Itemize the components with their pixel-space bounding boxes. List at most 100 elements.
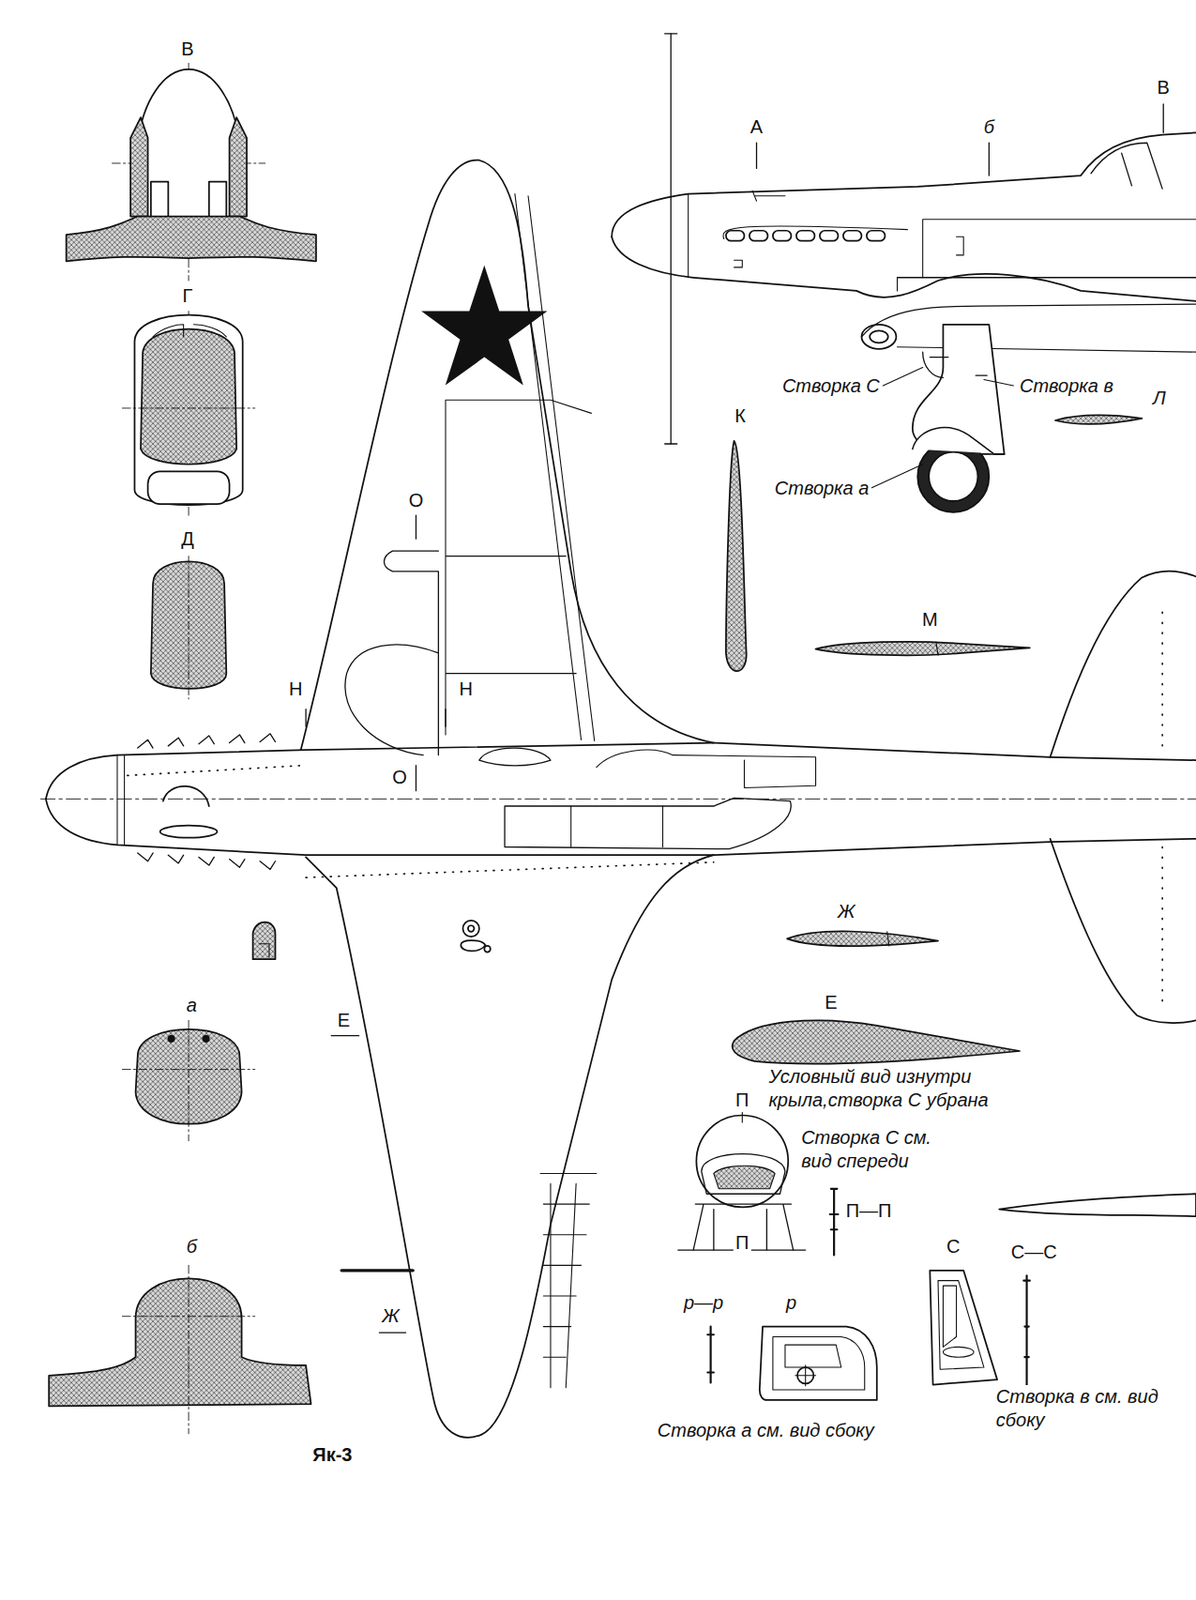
airfoil-sections-part bbox=[1055, 414, 1142, 424]
planform-view-part bbox=[116, 755, 118, 846]
detail-views-part bbox=[701, 1153, 786, 1195]
note-text: Створка С см. вид спереди bbox=[799, 1125, 968, 1173]
detail-views-part bbox=[1023, 1274, 1030, 1393]
planform-view-part bbox=[1050, 571, 1196, 757]
detail-views-part bbox=[942, 1285, 956, 1347]
section-g-part bbox=[152, 324, 227, 337]
planform-view-part bbox=[484, 945, 491, 953]
section-letter: Н bbox=[287, 676, 304, 700]
section-b-part bbox=[188, 1264, 190, 1433]
figure-caption: Як-3 bbox=[310, 1442, 354, 1467]
side-view-part bbox=[861, 303, 1196, 337]
side-view-part bbox=[897, 347, 1196, 352]
section-letter: Н bbox=[457, 676, 475, 700]
side-view-part bbox=[861, 324, 896, 349]
planform-view-part bbox=[514, 194, 595, 742]
airfoil-sections-part bbox=[887, 931, 890, 946]
airfoil-sections-part bbox=[936, 641, 939, 655]
section-letter: П bbox=[733, 1087, 751, 1111]
side-view-part bbox=[723, 226, 908, 240]
section-letter: В bbox=[1155, 75, 1172, 100]
planform-view-part bbox=[571, 805, 664, 847]
side-view-part bbox=[756, 104, 1165, 176]
note-text: Створка в см. вид сбоку bbox=[994, 1384, 1163, 1432]
section-letter: Л bbox=[1150, 385, 1168, 409]
side-view-part bbox=[928, 452, 978, 501]
planform-view-part bbox=[305, 709, 446, 727]
section-v-part bbox=[137, 69, 241, 220]
planform-view-part bbox=[160, 825, 218, 838]
planform-view-part bbox=[331, 1035, 406, 1333]
section-label: С—С bbox=[1009, 1239, 1060, 1263]
detail-views-part bbox=[830, 1188, 839, 1256]
airfoil-sections-part bbox=[726, 440, 747, 671]
planform-view-part bbox=[305, 854, 714, 1438]
planform-view-part bbox=[421, 265, 547, 386]
section-v-part bbox=[151, 181, 227, 217]
section-letter: О bbox=[390, 765, 409, 789]
detail-views-part bbox=[759, 1326, 878, 1400]
section-letter: П bbox=[733, 1229, 751, 1254]
section-small-part bbox=[253, 922, 276, 959]
side-view-part bbox=[611, 132, 1196, 237]
side-view-part bbox=[975, 375, 987, 377]
airfoil-sections-part bbox=[816, 641, 1030, 655]
side-view-part bbox=[772, 230, 792, 242]
planform-view-part bbox=[462, 920, 479, 937]
detail-views-part bbox=[785, 1344, 842, 1367]
airfoil-sections bbox=[726, 414, 1196, 1216]
section-letter: Д bbox=[179, 526, 197, 550]
detail-views-part bbox=[942, 1346, 974, 1357]
side-view-part bbox=[984, 379, 1015, 387]
section-letter: В bbox=[179, 37, 196, 61]
detail-views-part bbox=[795, 1364, 817, 1386]
section-g-part bbox=[148, 470, 230, 504]
planform-view-part bbox=[40, 798, 1196, 800]
planform-view-part bbox=[123, 755, 125, 846]
section-letter: К bbox=[732, 404, 748, 428]
planform-view-part bbox=[445, 399, 591, 735]
section-b bbox=[48, 1264, 311, 1433]
section-letter: Е bbox=[822, 990, 839, 1015]
section-d-part bbox=[188, 556, 190, 699]
side-view-part bbox=[882, 366, 923, 386]
planform-view-part bbox=[1050, 838, 1196, 1023]
side-view-part bbox=[923, 351, 949, 378]
detail-views-part bbox=[713, 1165, 775, 1188]
section-letter: О bbox=[407, 487, 426, 512]
side-view-part bbox=[866, 230, 886, 242]
planform-view bbox=[40, 160, 1196, 1438]
planform-view-part bbox=[45, 798, 1196, 855]
section-letter: Ж bbox=[835, 898, 857, 923]
section-letter: А bbox=[748, 114, 765, 138]
section-g bbox=[121, 311, 255, 515]
aircraft-drawing-part bbox=[40, 33, 1196, 1438]
section-g-part bbox=[121, 407, 255, 409]
planform-view-part bbox=[468, 924, 475, 932]
detail-views-part bbox=[696, 1114, 788, 1207]
section-v-part bbox=[130, 117, 148, 216]
planform-view-part bbox=[504, 797, 791, 848]
section-small-part bbox=[258, 943, 270, 957]
section-b-part bbox=[48, 1277, 311, 1406]
section-letter: а bbox=[184, 992, 199, 1016]
airfoil-sections-part bbox=[787, 930, 939, 946]
planform-view-part bbox=[341, 1268, 413, 1272]
planform-view-part bbox=[550, 1182, 576, 1387]
section-letter: Г bbox=[181, 284, 196, 308]
side-view-part bbox=[726, 230, 745, 242]
note-text: Условный вид изнутри крыла,створка С убр… bbox=[766, 1064, 1071, 1112]
section-label: р—р bbox=[681, 1290, 726, 1315]
section-letter: С bbox=[944, 1234, 962, 1258]
detail-views-part bbox=[929, 1270, 998, 1385]
side-view-part bbox=[670, 33, 672, 444]
detail-views-part bbox=[938, 1280, 985, 1370]
side-view-part bbox=[956, 236, 965, 256]
detail-views-part bbox=[741, 1111, 743, 1247]
planform-view-part bbox=[301, 160, 714, 751]
section-g-part bbox=[134, 315, 243, 506]
planform-view-part bbox=[45, 742, 1196, 800]
side-view-part bbox=[1090, 142, 1163, 189]
